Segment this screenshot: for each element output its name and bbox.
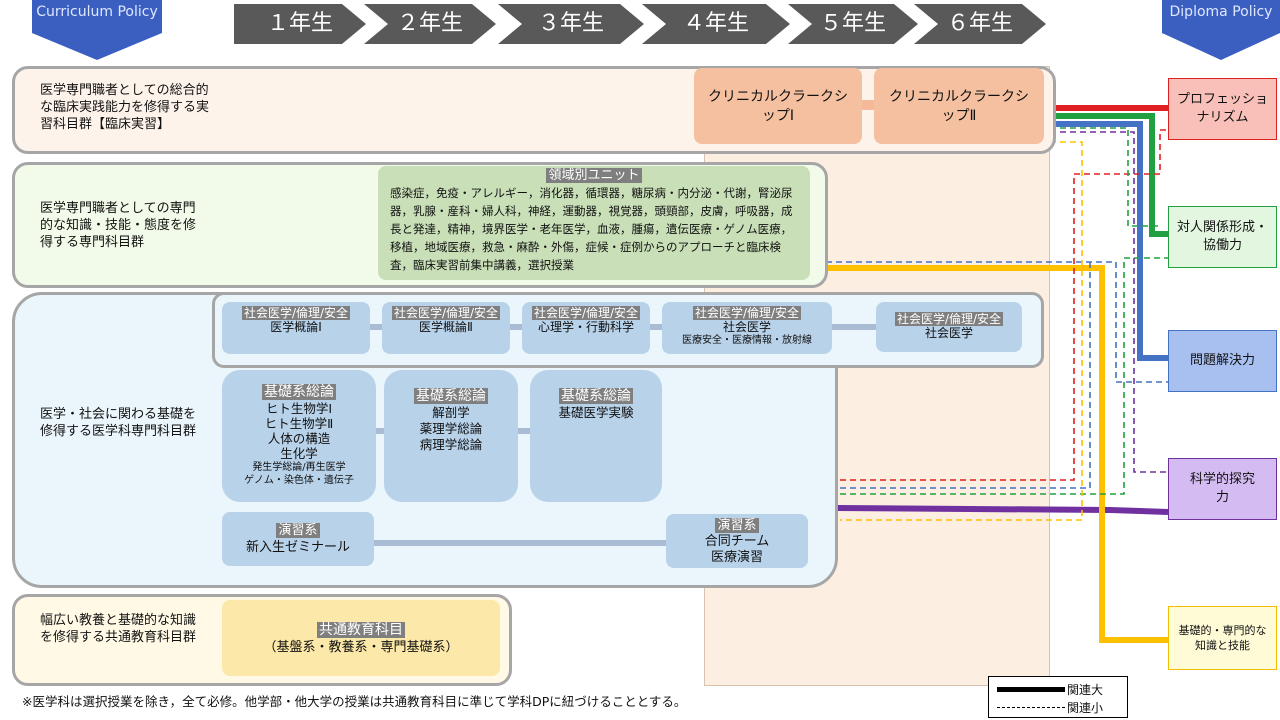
line-weak-orange [840,141,1083,521]
social-box-1: 社会医学/倫理/安全 医学概論Ⅰ [222,302,370,354]
foundation-course: 薬理学総論 [419,421,483,436]
legend: 関連大 関連小 [988,676,1128,718]
foundation-course-small: ゲノム・染色体・遺伝子 [244,475,354,486]
clerkship-connector [862,100,874,110]
foundation-course: ヒト生物学Ⅱ [264,416,334,431]
clinical-group-label: 医学専門職者としての総合的な臨床実践能力を修得する実習科目群【臨床実習】 [40,83,210,132]
foundation-course: 病理学総論 [419,437,483,452]
foundation-course: 基礎医学実験 [558,405,634,420]
practice-tag-2: 演習系 [715,518,759,533]
dp-scientific-inquiry: 科学的探究力 [1168,458,1277,520]
social-course-5: 社会医学 [924,326,973,340]
practice-box-2: 演習系 合同チーム 医療演習 [666,514,808,568]
clerkship-1: クリニカルクラークシップⅠ [694,68,862,144]
line-problem-strong [1050,121,1168,361]
social-tag-4: 社会医学/倫理/安全 [692,306,802,320]
general-course-box: 共通教育科目 （基盤系・教養系・専門基礎系） [222,600,500,676]
unit-box: 領域別ユニット 感染症，免疫・アレルギー，消化器，循環器，糖尿病・内分泌・代謝，… [378,166,810,280]
legend-strong-line [997,687,1065,692]
year-4-arrow: ４年生 [642,4,790,44]
foundation-box-2: 基礎系総論 解剖学 薬理学総論 病理学総論 [384,370,518,502]
curriculum-policy-label: Curriculum Policy [36,4,158,20]
dp-professionalism: プロフェッショナリズム [1168,78,1277,140]
social-course-4-sub: 医療安全・医療情報・放射線 [682,335,812,346]
social-course-4: 社会医学 [722,320,771,334]
line-science-strong [837,505,1169,515]
foundation-tag-3: 基礎系総論 [559,388,633,404]
foundation-tag-2: 基礎系総論 [414,388,488,404]
foundation-course-small: 発生学総論/再生医学 [252,462,346,473]
foundation-box-3: 基礎系総論 基礎医学実験 [530,370,662,502]
year-1-arrow: １年生 [234,4,366,44]
foundation-course: 解剖学 [432,405,470,420]
line-weak-blue-1 [826,261,1168,383]
social-box-4: 社会医学/倫理/安全 社会医学 医療安全・医療情報・放射線 [662,302,832,354]
general-group-label: 幅広い教養と基礎的な知識を修得する共通教育科目群 [40,613,197,645]
basic-group-label: 医学・社会に関わる基礎を修得する医学科専門科目群 [40,407,197,439]
line-weak-purple [1050,131,1168,473]
social-tag-1: 社会医学/倫理/安全 [241,306,351,320]
line-weak-red [840,129,1168,481]
social-tag-2: 社会医学/倫理/安全 [391,306,501,320]
line-weak-green-1 [1050,127,1160,227]
practice-connector [372,540,668,546]
social-course-3: 心理学・行動科学 [537,320,634,334]
dp-knowledge-skills: 基礎的・専門的な知識と技能 [1168,606,1277,670]
clerkship-2: クリニカルクラークシップⅡ [874,68,1044,144]
general-course-text: （基盤系・教養系・専門基礎系） [263,640,459,655]
dp-problem-solving: 問題解決力 [1168,330,1277,392]
social-box-5: 社会医学/倫理/安全 社会医学 [876,302,1022,352]
social-box-2: 社会医学/倫理/安全 医学概論Ⅱ [382,302,510,354]
social-course-1: 医学概論Ⅰ [270,320,322,334]
dp-collaboration: 対人関係形成・協働力 [1168,206,1277,268]
year-3-arrow: ３年生 [498,4,644,44]
legend-strong-label: 関連大 [1067,683,1104,697]
line-weak-green-2 [840,257,1168,495]
line-collab-strong [1050,113,1168,237]
practice-course: 合同チーム [704,534,770,549]
social-course-2: 医学概論Ⅱ [419,320,473,334]
foundation-course: ヒト生物学Ⅰ [265,401,333,416]
social-tag-5: 社会医学/倫理/安全 [894,312,1004,326]
unit-text: 感染症，免疫・アレルギー，消化器，循環器，糖尿病・内分泌・代謝，腎泌尿器，乳腺・… [390,186,793,272]
line-weak-blue-2 [840,258,1091,489]
practice-box-1: 演習系 新入生ゼミナール [222,512,374,566]
diploma-policy-label: Diploma Policy [1169,4,1273,20]
legend-weak-line [997,707,1065,708]
specialty-group-label: 医学専門職者としての専門的な知識・技能・態度を修得する専門科目群 [40,201,197,250]
practice-course: 医療演習 [710,550,763,565]
general-course-tag: 共通教育科目 [317,622,405,638]
practice-course: 新入生ゼミナール [245,540,350,555]
foundation-tag-1: 基礎系総論 [262,384,336,400]
footnote: ※医学科は選択授業を除き，全て必修。他学部・他大学の授業は共通教育科目に準じて学… [22,694,687,709]
year-2-arrow: ２年生 [364,4,496,44]
foundation-course: 人体の構造 [267,431,331,446]
social-tag-3: 社会医学/倫理/安全 [531,306,641,320]
unit-tag: 領域別ユニット [546,168,642,183]
practice-tag-1: 演習系 [276,523,320,538]
foundation-box-1: 基礎系総論 ヒト生物学Ⅰ ヒト生物学Ⅱ 人体の構造 生化学 発生学総論/再生医学… [222,370,376,502]
social-box-3: 社会医学/倫理/安全 心理学・行動科学 [522,302,650,354]
legend-weak-label: 関連小 [1067,701,1104,715]
foundation-course: 生化学 [280,446,318,461]
line-knowledge-strong [826,265,1168,643]
